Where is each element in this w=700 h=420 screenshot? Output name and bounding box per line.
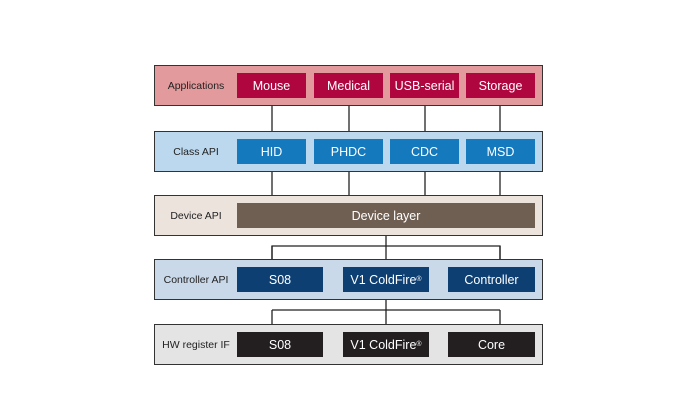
layer-label: Applications <box>167 79 225 92</box>
layer-label: HW register IF <box>162 338 230 351</box>
box-s08-hw: S08 <box>237 332 323 357</box>
box-storage: Storage <box>466 73 535 98</box>
box-core: Core <box>448 332 535 357</box>
layer-label: Class API <box>173 145 219 158</box>
box-text: V1 ColdFire <box>350 337 417 352</box>
registered-mark: ® <box>416 276 422 283</box>
box-usb-serial: USB-serial <box>390 73 459 98</box>
box-cdc: CDC <box>390 139 459 164</box>
box-msd: MSD <box>466 139 535 164</box>
registered-mark: ® <box>416 341 422 348</box>
box-v1-coldfire-hw: V1 ColdFire® <box>343 332 429 357</box>
layer-label: Controller API <box>163 273 229 286</box>
box-text: V1 ColdFire <box>350 272 417 287</box>
box-device-layer: Device layer <box>237 203 535 228</box>
box-phdc: PHDC <box>314 139 383 164</box>
box-v1-coldfire: V1 ColdFire® <box>343 267 429 292</box>
box-s08: S08 <box>237 267 323 292</box>
box-medical: Medical <box>314 73 383 98</box>
box-hid: HID <box>237 139 306 164</box>
box-mouse: Mouse <box>237 73 306 98</box>
box-controller: Controller <box>448 267 535 292</box>
layer-label: Device API <box>170 209 222 222</box>
